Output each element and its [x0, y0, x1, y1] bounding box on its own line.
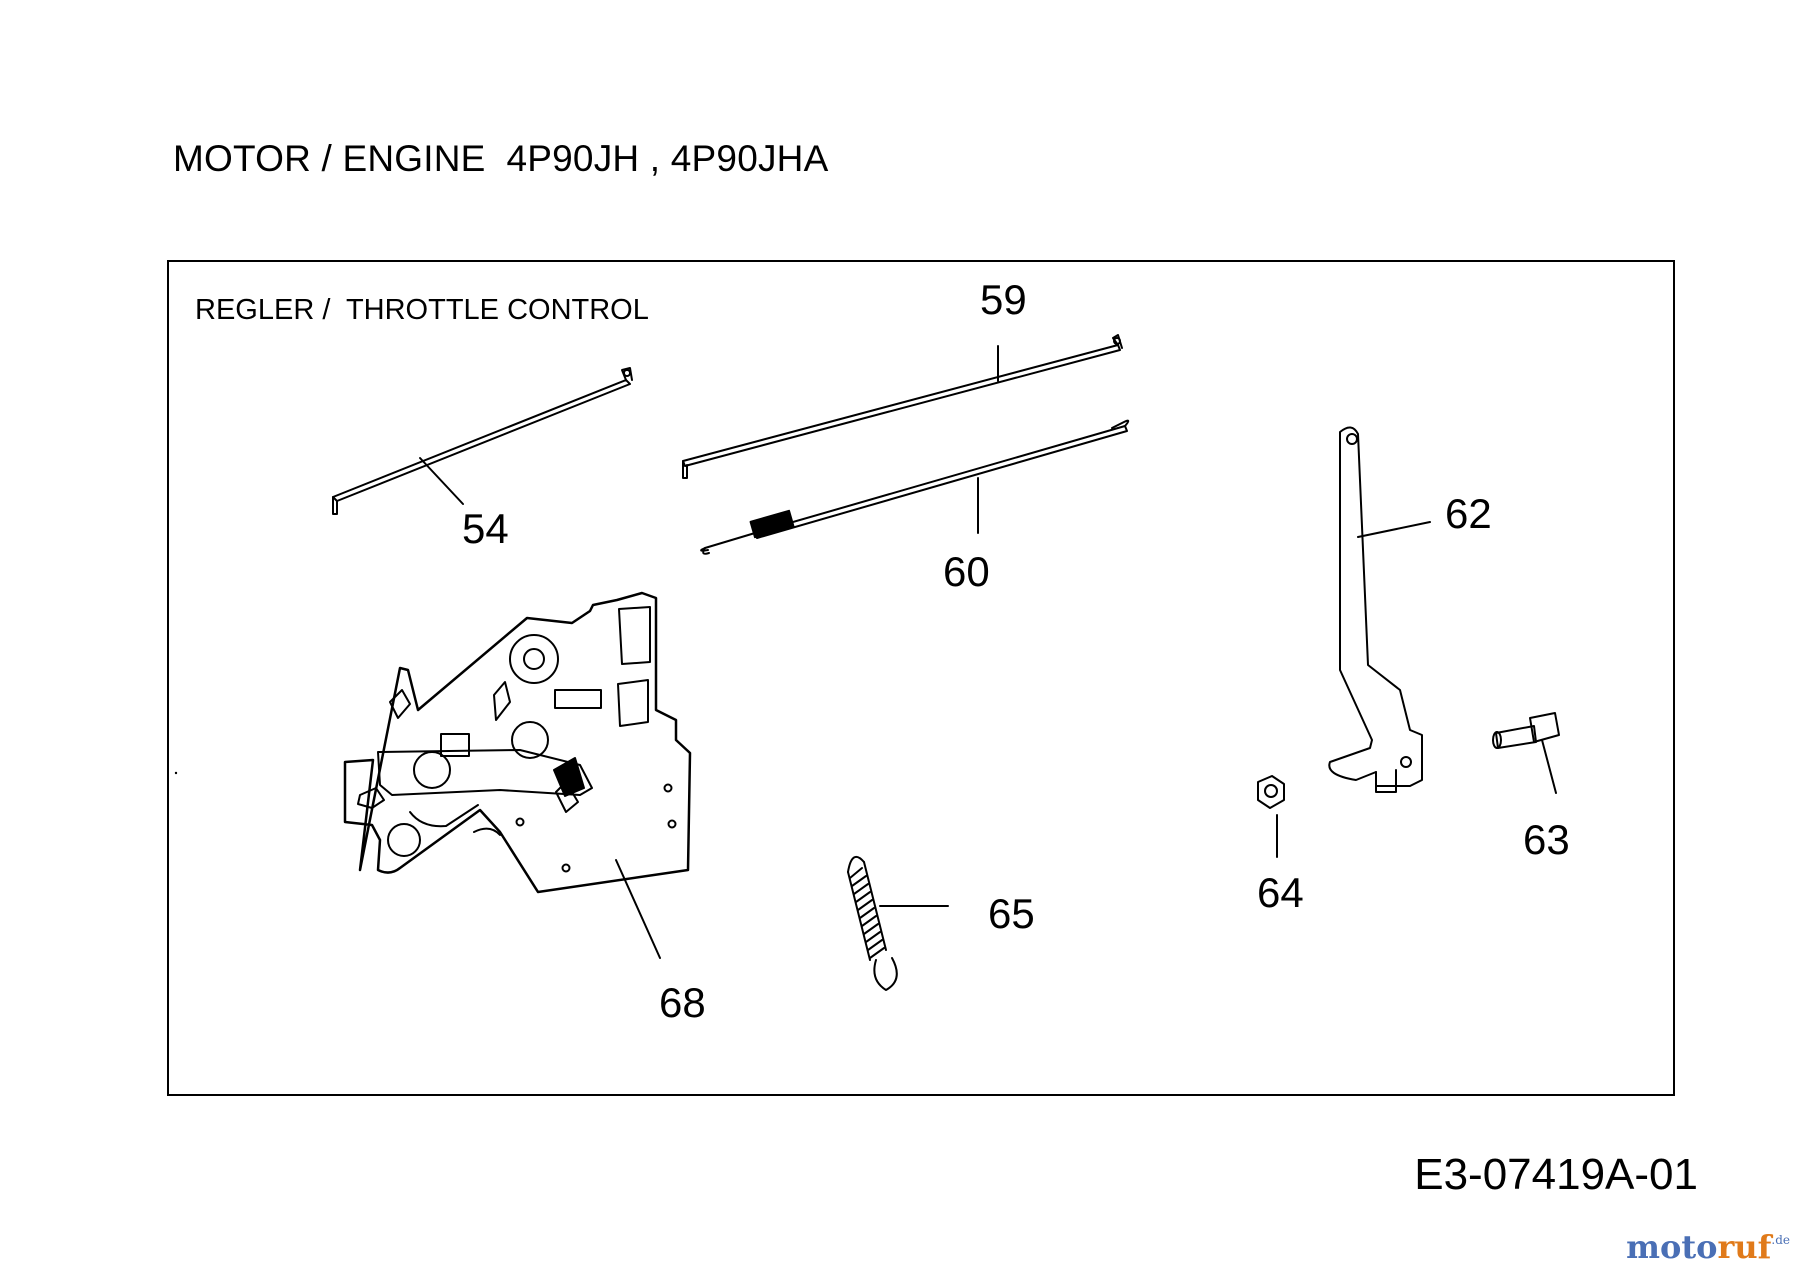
- watermark-suffix: .de: [1771, 1233, 1790, 1247]
- part-60-spring-link: [700, 419, 1130, 555]
- stray-dot: [174, 771, 178, 775]
- callout-68: 68: [659, 979, 706, 1026]
- part-54-rod: [332, 367, 633, 515]
- callout-64: 64: [1257, 869, 1304, 916]
- callout-62: 62: [1445, 490, 1492, 537]
- part-68-bracket: [343, 591, 692, 894]
- watermark-logo: motoruf.de: [1626, 1228, 1790, 1266]
- callout-59: 59: [980, 276, 1027, 323]
- callout-65: 65: [988, 890, 1035, 937]
- document-code: E3-07419A-01: [1414, 1150, 1698, 1199]
- diagram-frame: [167, 260, 1675, 1096]
- leader-54: [419, 457, 464, 505]
- leader-63: [1541, 739, 1557, 794]
- watermark-part-a: moto: [1626, 1228, 1718, 1266]
- page-title: MOTOR / ENGINE 4P90JH , 4P90JHA: [173, 138, 829, 179]
- part-63-bolt: [1492, 712, 1560, 749]
- leader-68: [615, 859, 661, 959]
- section-title: REGLER / THROTTLE CONTROL: [195, 294, 649, 326]
- part-62-arm: [1328, 426, 1423, 793]
- part-64-nut: [1257, 775, 1285, 809]
- leader-62: [1357, 521, 1431, 538]
- callout-54: 54: [462, 505, 509, 552]
- watermark-part-b: ruf: [1717, 1228, 1772, 1266]
- callout-63: 63: [1523, 816, 1570, 863]
- callout-60: 60: [943, 548, 990, 595]
- part-65-spring: [847, 855, 898, 991]
- part-59-rod: [682, 334, 1123, 479]
